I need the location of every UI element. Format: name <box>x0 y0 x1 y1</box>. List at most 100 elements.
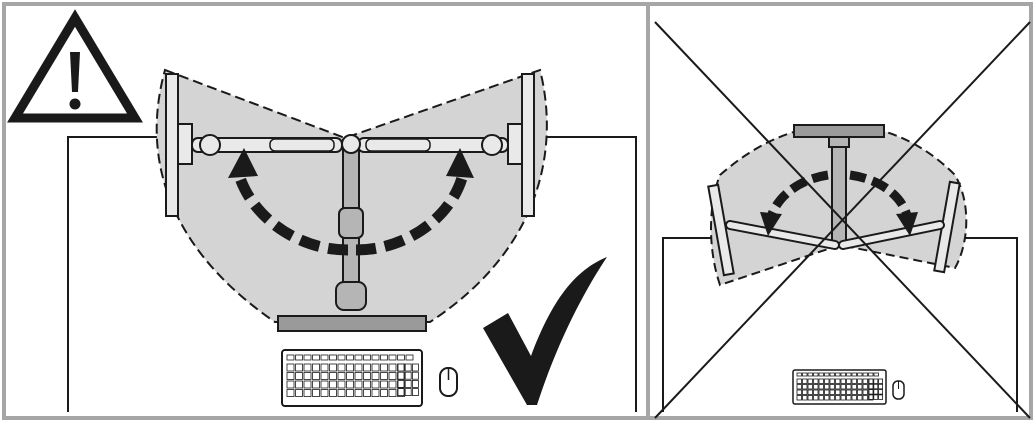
keyboard-key <box>295 363 303 372</box>
keyboard-key <box>404 363 412 372</box>
keyboard-key <box>303 363 312 372</box>
keyboard-key <box>363 372 371 380</box>
keyboard-key <box>397 379 405 388</box>
keyboard-key <box>346 389 354 397</box>
warning-triangle-icon <box>7 9 143 123</box>
keyboard-key <box>857 389 863 395</box>
keyboard-key <box>411 363 419 372</box>
keyboard-key <box>878 394 883 400</box>
keyboard-key <box>312 380 320 389</box>
keyboard-key <box>388 354 397 361</box>
keyboard-key <box>829 384 835 390</box>
keyboard-key <box>802 372 808 377</box>
left-panel <box>7 9 637 412</box>
mouse <box>439 367 458 397</box>
keyboard-key <box>397 363 405 372</box>
keyboard-key <box>868 394 874 400</box>
keyboard-key <box>388 380 397 389</box>
keyboard-key <box>829 378 835 384</box>
keyboard-key <box>862 389 868 395</box>
keyboard-key <box>320 389 329 397</box>
check-mark-icon <box>483 257 607 405</box>
keyboard-key <box>840 389 846 395</box>
keyboard-key <box>411 388 419 397</box>
keyboard-key <box>835 384 841 390</box>
keyboard-key <box>388 372 397 380</box>
desk-outline <box>67 136 637 412</box>
keyboard-key <box>286 380 295 389</box>
left-arm-clamp <box>269 138 335 152</box>
keyboard-key <box>802 389 808 395</box>
keyboard-key <box>295 354 303 361</box>
keyboard-key <box>295 380 303 389</box>
monitor-right-rotated <box>521 73 535 217</box>
pole-base <box>335 281 367 311</box>
keyboard-key <box>846 384 852 390</box>
keyboard-key <box>397 388 405 397</box>
keyboard-key <box>851 389 857 395</box>
keyboard-key <box>303 389 312 397</box>
keyboard-key <box>404 388 412 397</box>
keyboard-key <box>818 372 824 377</box>
rotation-arrow-right-right-panel-head <box>896 212 918 236</box>
keyboard-key <box>846 378 852 384</box>
keyboard-key <box>411 371 419 380</box>
keyboard-key <box>851 378 857 384</box>
rotation-arrow-right <box>355 176 468 256</box>
keyboard-key <box>840 378 846 384</box>
keyboard-key <box>405 354 414 361</box>
keyboard-key <box>813 384 819 390</box>
keyboard-key <box>380 363 388 372</box>
keyboard-key <box>312 363 320 372</box>
keyboard-key <box>796 395 802 401</box>
right-panel <box>654 21 1031 419</box>
keyboard-key <box>380 354 388 361</box>
keyboard-key <box>303 372 312 380</box>
pole-clamp-mid <box>338 207 364 239</box>
keyboard-key <box>868 389 874 395</box>
monitor-front <box>277 315 427 332</box>
right-vesa-plate <box>507 123 523 165</box>
keyboard-key <box>371 354 380 361</box>
monitor-back <box>793 124 885 138</box>
keyboard-key <box>380 380 388 389</box>
keyboard-key <box>363 380 371 389</box>
keyboard-key <box>346 363 354 372</box>
keyboard-key <box>835 372 841 377</box>
keyboard-key <box>337 389 346 397</box>
keyboard-key <box>868 372 874 377</box>
keyboard-key <box>337 372 346 380</box>
keyboard-key <box>397 371 405 380</box>
keyboard-key <box>320 372 329 380</box>
keyboard-key <box>354 354 363 361</box>
keyboard-key <box>286 363 295 372</box>
keyboard-key <box>802 395 808 401</box>
keyboard-key <box>388 389 397 397</box>
keyboard-key <box>796 372 802 377</box>
keyboard-key <box>320 380 329 389</box>
keyboard-key <box>824 389 830 395</box>
keyboard-key <box>388 363 397 372</box>
back-monitor-mount <box>828 136 850 148</box>
keyboard-key <box>873 378 879 384</box>
keyboard-key <box>857 384 863 390</box>
keyboard-key <box>862 395 868 401</box>
keyboard-key <box>807 389 813 395</box>
keyboard-key <box>857 378 863 384</box>
cross-out-icon <box>654 21 1031 419</box>
keyboard-key <box>868 383 874 390</box>
keyboard-key <box>862 378 868 384</box>
keyboard-key <box>796 384 802 390</box>
keyboard-key <box>404 379 412 388</box>
keyboard-key <box>840 384 846 390</box>
keyboard-key <box>320 363 329 372</box>
keyboard-key <box>354 380 363 389</box>
keyboard-key <box>807 378 813 384</box>
keyboard-key <box>329 363 337 372</box>
keyboard-key <box>380 372 388 380</box>
keyboard-key <box>813 378 819 384</box>
left-arm-joint <box>199 134 221 156</box>
